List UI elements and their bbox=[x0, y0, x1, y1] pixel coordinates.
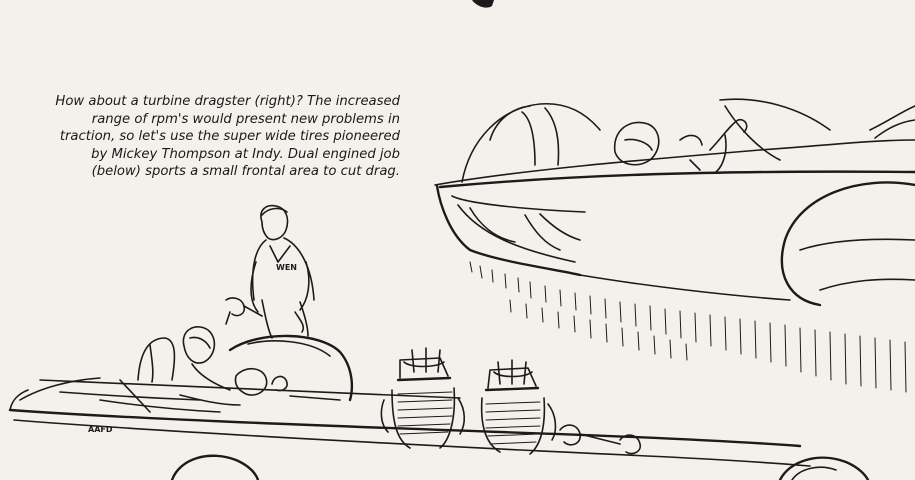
engine-one bbox=[380, 347, 466, 449]
car-number-label: AAFD bbox=[88, 425, 113, 434]
dual-engine-dragster-drawing: AAFD bbox=[8, 326, 870, 480]
caption-line-3: traction, so let's use the super wide ti… bbox=[59, 129, 400, 145]
title-fragment bbox=[472, 0, 494, 8]
engine-two bbox=[480, 359, 557, 455]
turbine-dragster-drawing bbox=[434, 98, 915, 393]
crew-member-drawing: WEN bbox=[225, 204, 315, 339]
ground-shadow-hatching bbox=[469, 261, 907, 393]
caption-line-5: (below) sports a small frontal area to c… bbox=[91, 164, 400, 180]
caption-line-4: by Mickey Thompson at Indy. Dual engined… bbox=[91, 146, 400, 162]
crew-shirt-label: WEN bbox=[276, 263, 297, 272]
caption-line-1: How about a turbine dragster (right)? Th… bbox=[55, 94, 400, 109]
caption-block: How about a turbine dragster (right)? Th… bbox=[30, 93, 400, 181]
caption-line-2: range of rpm's would present new problem… bbox=[91, 111, 400, 127]
